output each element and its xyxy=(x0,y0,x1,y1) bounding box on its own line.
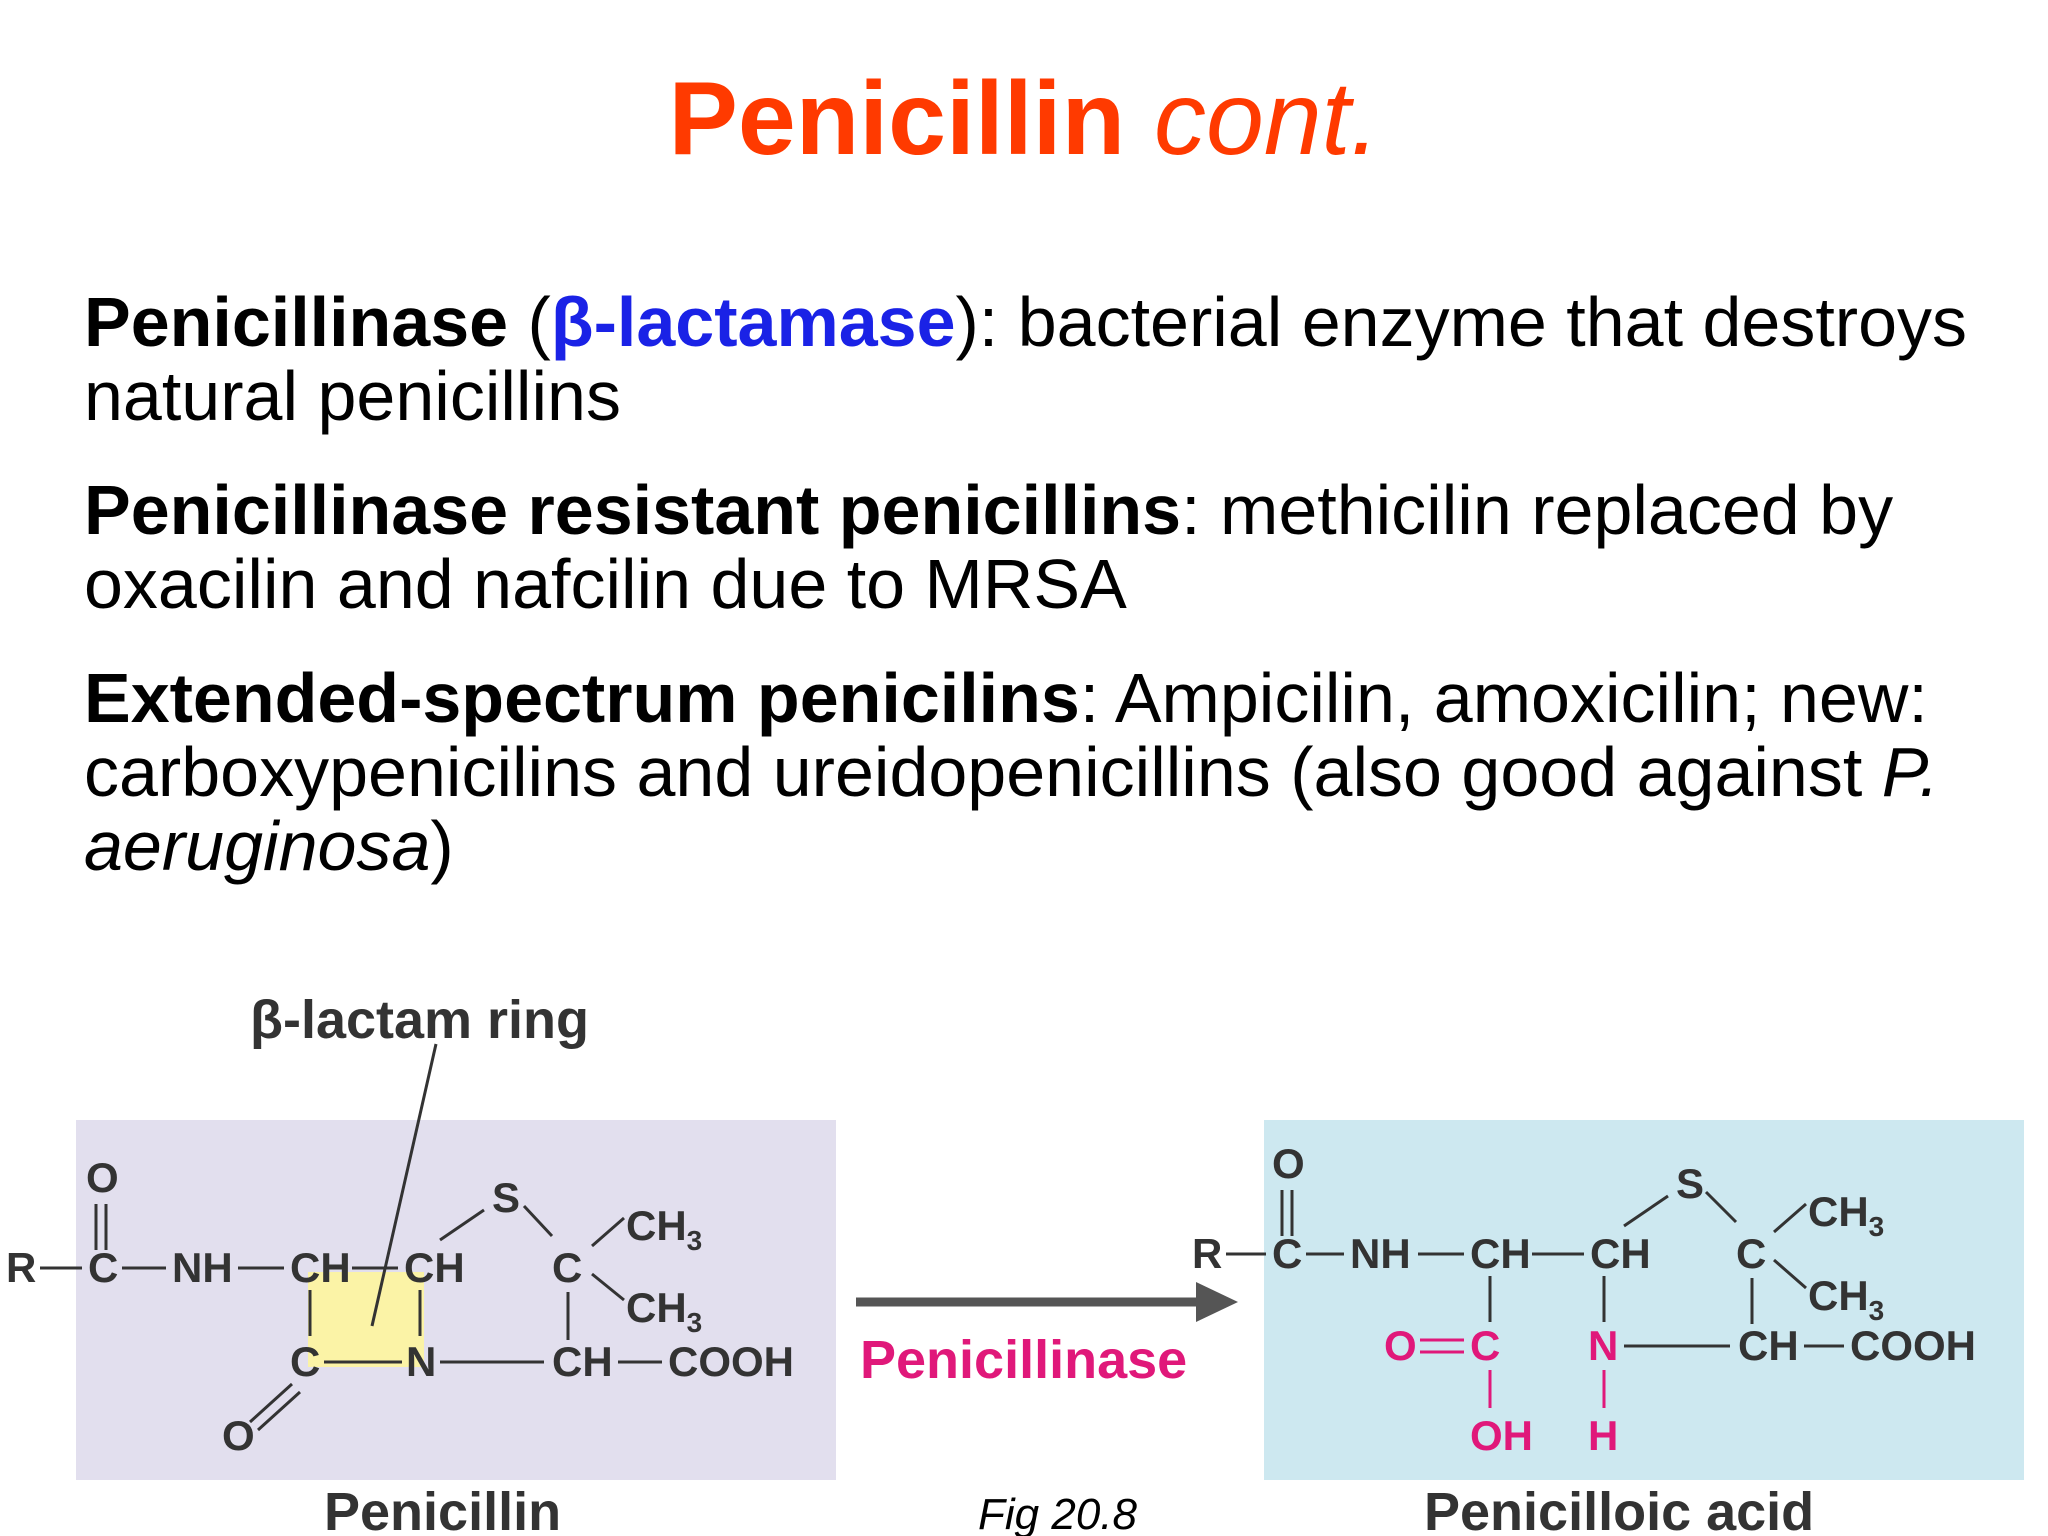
paragraph-2-rest: : methicilin replaced by oxacilin and na… xyxy=(84,471,1894,623)
penicilloic-acid-magenta-bonds xyxy=(1420,1338,1606,1408)
bond-s-c xyxy=(522,1204,554,1238)
penicillinase-arrow-label: Penicillinase xyxy=(860,1330,1187,1390)
atom-ch-1: CH xyxy=(290,1244,351,1291)
atom-s: S xyxy=(492,1174,520,1221)
bond-c-ch3-top xyxy=(591,1216,625,1248)
paren-open: ( xyxy=(508,283,551,361)
paragraph-resistant: Penicillinase resistant penicillins: met… xyxy=(84,473,2014,621)
atom-c-acid: C xyxy=(1470,1322,1500,1369)
title-italic: cont. xyxy=(1154,61,1380,177)
bond-s-c-right xyxy=(1704,1190,1738,1224)
atom-c-carbonyl-right: C xyxy=(1272,1230,1302,1277)
bond-c-ch3-top-right xyxy=(1773,1202,1807,1234)
reaction-diagram: β-lactam ring O R C NH CH CH S C CH3 CH3… xyxy=(6,990,2024,1536)
paragraph-penicillinase: Penicillinase (β-lactamase): bacterial e… xyxy=(84,285,2014,433)
term-penicillinase: Penicillinase xyxy=(84,283,509,361)
atom-c-quat: C xyxy=(552,1244,582,1291)
term-beta-lactamase: β-lactamase xyxy=(550,283,956,361)
title-main: Penicillin xyxy=(668,61,1126,177)
atom-o-acid: O xyxy=(1384,1322,1417,1369)
atom-r-right: R xyxy=(1192,1230,1222,1277)
bond-c-ch3-bottom xyxy=(591,1272,625,1302)
atom-ch3-top: CH3 xyxy=(626,1202,702,1256)
slide-title: Penicillin cont. xyxy=(0,62,2048,176)
beta-lactam-ring-label: β-lactam ring xyxy=(250,990,589,1050)
figure-caption: Fig 20.8 xyxy=(978,1490,1137,1536)
atom-c-carbonyl: C xyxy=(88,1244,118,1291)
bond-ch-s xyxy=(439,1208,485,1242)
penicilloic-acid-bonds xyxy=(1226,1190,1844,1348)
reaction-arrow xyxy=(856,1282,1238,1322)
atom-n-right: N xyxy=(1588,1322,1618,1369)
atom-ch-2-right: CH xyxy=(1590,1230,1651,1277)
atom-ch-3-right: CH xyxy=(1738,1322,1799,1369)
term-extended-spectrum: Extended-spectrum penicilins xyxy=(84,659,1080,737)
atom-ch-3: CH xyxy=(552,1338,613,1385)
term-resistant-penicillins: Penicillinase resistant penicillins xyxy=(84,471,1182,549)
atom-o-top: O xyxy=(86,1154,119,1201)
atom-h: H xyxy=(1588,1412,1618,1459)
penicillin-box xyxy=(76,1120,836,1480)
term-p-aeruginosa: P. aeruginosa xyxy=(84,733,1939,885)
atom-c-ring: C xyxy=(290,1338,320,1385)
atom-o-top-right: O xyxy=(1272,1140,1305,1187)
beta-lactam-ring-highlight xyxy=(308,1272,424,1367)
paragraph-3-rest: : Ampicilin, amoxicilin; new: carboxypen… xyxy=(84,659,1928,811)
penicillin-bonds xyxy=(40,1043,662,1432)
bond-c-ch3-bottom-right xyxy=(1773,1258,1807,1290)
paragraph-extended: Extended-spectrum penicilins: Ampicilin,… xyxy=(84,661,2014,883)
paragraph-1-rest: ): bacterial enzyme that destroys natura… xyxy=(84,283,1968,435)
paragraph-3-close: ) xyxy=(430,807,454,885)
penicilloic-acid-box xyxy=(1264,1120,2024,1480)
atom-cooh-right: COOH xyxy=(1850,1322,1976,1369)
atom-ch3-bottom: CH3 xyxy=(626,1284,702,1338)
atom-r: R xyxy=(6,1244,36,1291)
penicillin-caption: Penicillin xyxy=(324,1482,561,1536)
atom-nh: NH xyxy=(172,1244,233,1291)
atom-ch-1-right: CH xyxy=(1470,1230,1531,1277)
atom-nh-right: NH xyxy=(1350,1230,1411,1277)
penicilloic-acid-caption: Penicilloic acid xyxy=(1424,1482,1814,1536)
atom-c-quat-right: C xyxy=(1736,1230,1766,1277)
atom-s-right: S xyxy=(1676,1160,1704,1207)
atom-ch-2: CH xyxy=(404,1244,465,1291)
body-text: Penicillinase (β-lactamase): bacterial e… xyxy=(84,285,2014,923)
atom-o-ring: O xyxy=(222,1412,255,1459)
atom-oh: OH xyxy=(1470,1412,1533,1459)
bond-co-b xyxy=(256,1390,302,1432)
atom-cooh: COOH xyxy=(668,1338,794,1385)
atom-ch3-bottom-right: CH3 xyxy=(1808,1272,1884,1326)
ring-label-pointer xyxy=(370,1043,438,1327)
bond-ch-s-right xyxy=(1623,1194,1669,1228)
atom-ch3-top-right: CH3 xyxy=(1808,1188,1884,1242)
bond-co-a xyxy=(248,1382,294,1424)
atom-n-ring: N xyxy=(406,1338,436,1385)
